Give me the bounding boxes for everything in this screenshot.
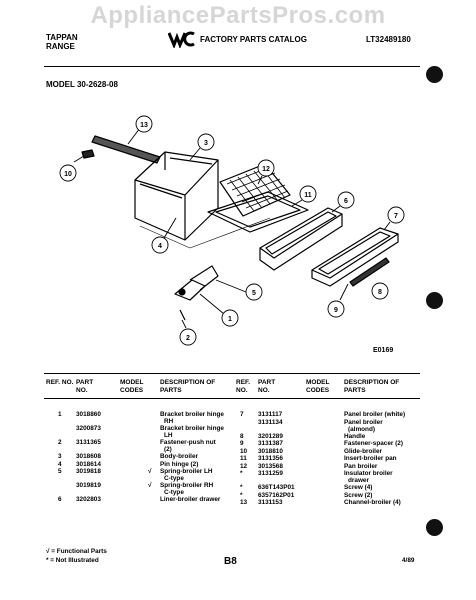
table-row: 3 3018608 Body-broiler: [58, 453, 198, 460]
broiler-body-part: [134, 151, 219, 241]
table-row: 2 3131365 Fastener-push nut (2): [58, 439, 216, 453]
header-model-codes: MODEL CODES: [120, 379, 144, 394]
watermark: AppliancePartsPros.com: [90, 2, 386, 29]
brand-line-1: TAPPAN: [46, 33, 78, 42]
svg-text:7: 7: [394, 213, 398, 220]
handle-part: [349, 257, 390, 287]
page-number: B8: [224, 556, 237, 567]
svg-text:11: 11: [304, 192, 312, 199]
svg-text:5: 5: [252, 290, 256, 297]
callout-3: 3: [189, 133, 215, 161]
binder-hole-middle: [426, 292, 443, 309]
table-row: 6 3202803 Liner-broiler drawer: [58, 496, 221, 503]
parts-table-left: 1 3018860 Bracket broiler hinge RH 32008…: [44, 411, 234, 504]
table-row: 9 3131387 Fastener-spacer (2): [240, 440, 403, 447]
table-row: 10 3018810 Glide-broiler: [240, 447, 382, 455]
legend-not-illustrated: * = Not Illustrated: [46, 557, 99, 564]
table-row: 3131134 Panel broiler (almond): [258, 418, 383, 433]
header-description-2: DESCRIPTION OF PARTS: [344, 379, 400, 394]
table-row: * 6357162P01 Screw (2): [240, 491, 373, 499]
table-row: 8 3201289 Handle: [240, 432, 366, 440]
header-ref-no: REF. NO.: [46, 379, 74, 386]
callout-13: 13: [127, 115, 153, 145]
table-row: * 636T143P01 Screw (4): [240, 484, 373, 491]
callout-6: 6: [331, 191, 355, 213]
catalog-title: FACTORY PARTS CATALOG: [200, 35, 307, 44]
channel-broiler-part: [91, 135, 161, 164]
svg-text:12: 12: [262, 166, 270, 173]
svg-text:1: 1: [228, 316, 232, 323]
callout-8: 8: [371, 282, 389, 300]
doc-number: LT32489180: [366, 35, 411, 44]
table-row: 11 3131356 Insert-broiler pan: [240, 455, 397, 462]
callout-12: 12: [257, 159, 275, 185]
table-row: 4 3018614 Pin hinge (2): [58, 460, 199, 468]
svg-text:4: 4: [158, 243, 162, 250]
callout-5: 5: [215, 279, 263, 301]
svg-text:2: 2: [186, 335, 190, 342]
table-row: 5 3019818 √ Spring-broiler LH C-type: [58, 468, 213, 482]
svg-text:9: 9: [334, 307, 338, 314]
drawing-code: E0169: [373, 347, 393, 354]
callout-1: 1: [199, 293, 239, 327]
legend-functional-parts: √ = Functional Parts: [46, 548, 107, 555]
glide-broiler-part: [81, 149, 95, 159]
table-row: * 3131259 Insulator broiler drawer: [240, 470, 393, 484]
table-row: 3200873 Bracket broiler hinge LH: [76, 425, 224, 439]
broiler-panel-part: [311, 227, 399, 287]
callout-11: 11: [291, 185, 317, 207]
hinge-bracket-part: [174, 265, 219, 301]
callout-2: 2: [179, 319, 197, 346]
header-divider: [44, 66, 420, 67]
callout-4: 4: [151, 217, 177, 254]
header-description: DESCRIPTION OF PARTS: [160, 379, 216, 394]
svg-text:8: 8: [378, 289, 382, 296]
model-label: MODEL 30-2628-08: [46, 80, 118, 89]
brand-line-2: RANGE: [46, 42, 75, 51]
svg-text:10: 10: [64, 171, 72, 178]
callout-9: 9: [327, 283, 349, 318]
table-header-rule: [44, 398, 420, 399]
binder-hole-bottom: [426, 519, 443, 536]
table-top-rule: [44, 373, 420, 374]
header-part-no: PART NO.: [76, 379, 94, 394]
pan-insert-part: [219, 163, 291, 217]
table-row: 3019819 √ Spring-broiler RH C-type: [76, 482, 214, 496]
drawer-liner-part: [259, 207, 343, 271]
catalog-date: 4/89: [402, 557, 415, 564]
header-model-codes-2: MODEL CODES: [306, 379, 330, 394]
svg-text:13: 13: [140, 122, 148, 129]
parts-table-right: 7 3131117 Panel broiler (white) 3131134 …: [234, 411, 424, 507]
callout-7: 7: [383, 206, 405, 231]
table-row: 12 3013568 Pan broiler: [240, 462, 378, 470]
table-row: 7 3131117 Panel broiler (white): [240, 411, 406, 418]
brand-label: TAPPAN RANGE: [46, 33, 78, 51]
svg-text:3: 3: [204, 140, 208, 147]
binder-hole-top: [426, 66, 443, 83]
table-row: 1 3018860 Bracket broiler hinge RH: [58, 411, 224, 425]
wci-logo-icon: [168, 31, 195, 48]
pan-broiler-part: [207, 191, 309, 233]
header-ref-no-2: REF. NO.: [236, 379, 251, 394]
table-row: 13 3131153 Channel-broiler (4): [240, 499, 401, 506]
broiler-exploded-diagram: 13 3 10 12 11 6 7 4 5 8 9 1 2 E0169: [59, 115, 405, 354]
header-part-no-2: PART NO.: [258, 379, 276, 394]
callout-10: 10: [59, 155, 85, 182]
fastener-nut-part: [179, 309, 186, 321]
svg-text:6: 6: [344, 198, 348, 205]
